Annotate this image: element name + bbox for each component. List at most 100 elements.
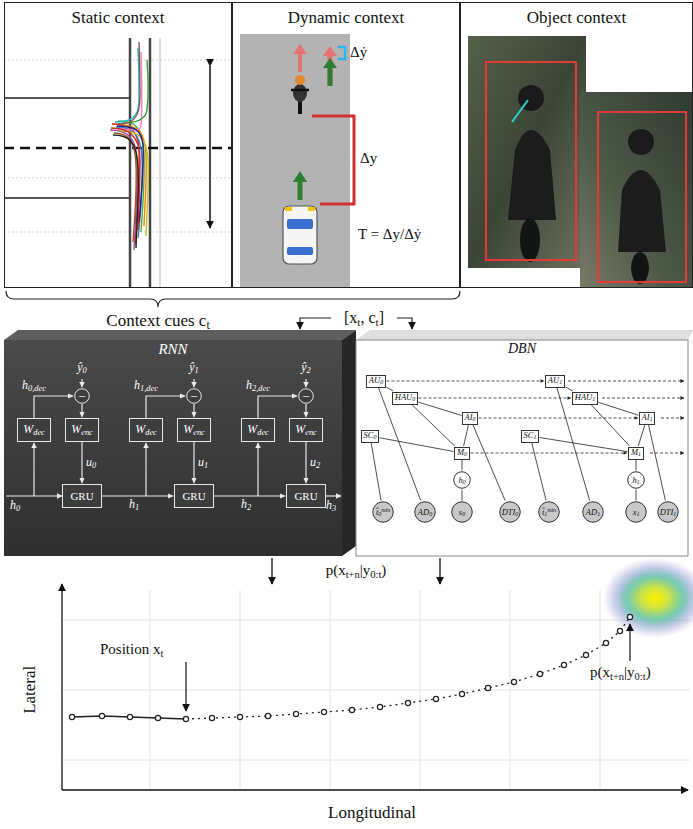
observed-node: s0 bbox=[451, 501, 473, 523]
circle-shape bbox=[539, 502, 560, 523]
connector bbox=[191, 442, 196, 484]
block-title: RNN bbox=[4, 341, 342, 358]
rnn-block-body bbox=[4, 330, 356, 556]
connector-line bbox=[81, 442, 82, 479]
subscript: 0 bbox=[373, 435, 376, 441]
cell-label: GRU bbox=[70, 490, 93, 503]
circle-shape bbox=[628, 472, 645, 489]
subscript: 1 bbox=[673, 511, 676, 517]
variable-label: AI0 bbox=[465, 413, 476, 423]
hidden-variable: AI1 bbox=[639, 412, 655, 425]
edge-label: h1 bbox=[129, 498, 139, 512]
subscript: 0 bbox=[429, 511, 432, 517]
edge-label: h1,dec bbox=[134, 379, 158, 393]
observed-node: AD1 bbox=[582, 501, 604, 523]
variable-label: x1 bbox=[633, 508, 640, 517]
edge-label: h2 bbox=[241, 498, 251, 512]
connector-line bbox=[462, 460, 463, 471]
subscript: 0 bbox=[473, 417, 476, 423]
axis-label: Longitudinal bbox=[328, 803, 416, 823]
weight-box: Wenc bbox=[289, 418, 323, 442]
subscript: 1,dec bbox=[140, 384, 158, 393]
subscript: dec bbox=[33, 428, 45, 437]
connector-line bbox=[387, 387, 394, 391]
connector bbox=[303, 442, 308, 484]
superscript: min bbox=[381, 506, 390, 512]
variable-label: AU0 bbox=[369, 376, 383, 386]
hidden-variable: AU1 bbox=[545, 375, 565, 388]
connector-line bbox=[532, 443, 546, 501]
edge-label: u2 bbox=[310, 456, 320, 470]
dynamic-scene bbox=[240, 34, 354, 288]
connector-line bbox=[214, 495, 281, 496]
circle-shape bbox=[75, 389, 90, 404]
subtract-node: − bbox=[186, 388, 202, 404]
connector bbox=[471, 451, 628, 454]
subscript: 1 bbox=[544, 511, 547, 517]
circle-shape bbox=[626, 502, 647, 523]
observed-node: DTI1 bbox=[657, 501, 679, 523]
connector bbox=[412, 405, 455, 446]
connector-line bbox=[102, 495, 169, 496]
math-label: Δy bbox=[360, 150, 377, 167]
edge-label: h0,dec bbox=[22, 379, 46, 393]
subscript: 3 bbox=[332, 504, 336, 513]
subscript: 1 bbox=[592, 397, 595, 403]
hidden-variable: SC0 bbox=[361, 430, 379, 443]
connector bbox=[591, 405, 629, 446]
hidden-variable: AI0 bbox=[462, 412, 478, 425]
connector-line bbox=[649, 425, 666, 501]
observed-node: t̂1min bbox=[538, 501, 560, 523]
subscript: 1 bbox=[597, 511, 600, 517]
connector bbox=[79, 442, 84, 484]
subscript: 1 bbox=[204, 461, 208, 470]
connector-line bbox=[636, 460, 637, 471]
circle-shape bbox=[500, 502, 521, 523]
gru-cell: GRU bbox=[174, 484, 214, 508]
weight-label: Wdec bbox=[135, 423, 157, 437]
connector bbox=[540, 438, 628, 452]
connector-line bbox=[193, 404, 194, 413]
signal-label: h0 bbox=[10, 499, 20, 513]
context-panel: Static context bbox=[4, 2, 232, 288]
connector-line bbox=[419, 398, 569, 399]
arrow-head bbox=[180, 393, 186, 398]
latent-node: h0 bbox=[453, 471, 471, 489]
edge-label: u0 bbox=[86, 456, 96, 470]
subscript: t bbox=[376, 316, 379, 328]
block-title: DBN bbox=[356, 341, 688, 357]
connector bbox=[566, 387, 573, 391]
edge-label: h2,dec bbox=[246, 379, 270, 393]
signal-label: ŷ0 bbox=[77, 361, 87, 375]
subscript: 1 bbox=[559, 380, 562, 386]
observed-node: DTI0 bbox=[499, 501, 521, 523]
subscript: 0,dec bbox=[28, 384, 46, 393]
circle-shape bbox=[299, 389, 314, 404]
subscript: dec bbox=[145, 428, 157, 437]
subscript: t bbox=[357, 316, 360, 328]
subscript: enc bbox=[193, 428, 205, 437]
connector-line bbox=[591, 405, 629, 446]
connector bbox=[34, 393, 74, 418]
subscript: 1 bbox=[636, 511, 639, 517]
connector bbox=[557, 388, 590, 501]
connector-line bbox=[638, 425, 645, 446]
arrow-head bbox=[292, 393, 298, 398]
subscript: 0 bbox=[380, 380, 383, 386]
object-photos bbox=[468, 36, 693, 288]
connector-line bbox=[380, 438, 454, 452]
superscript: min bbox=[547, 506, 556, 512]
circle-shape bbox=[454, 472, 471, 489]
connector bbox=[636, 490, 637, 501]
subscript: 0 bbox=[464, 452, 467, 458]
operator-sign: − bbox=[190, 390, 197, 403]
observed-node: x1 bbox=[625, 501, 647, 523]
variable-label: SC0 bbox=[364, 431, 377, 441]
hidden-variable: M1 bbox=[628, 447, 644, 460]
variable-label: SC1 bbox=[524, 431, 537, 441]
connector bbox=[419, 396, 572, 399]
gru-cell: GRU bbox=[62, 484, 102, 508]
subtract-node: − bbox=[74, 388, 90, 404]
connector bbox=[479, 416, 639, 419]
subscript: 0 bbox=[92, 461, 96, 470]
